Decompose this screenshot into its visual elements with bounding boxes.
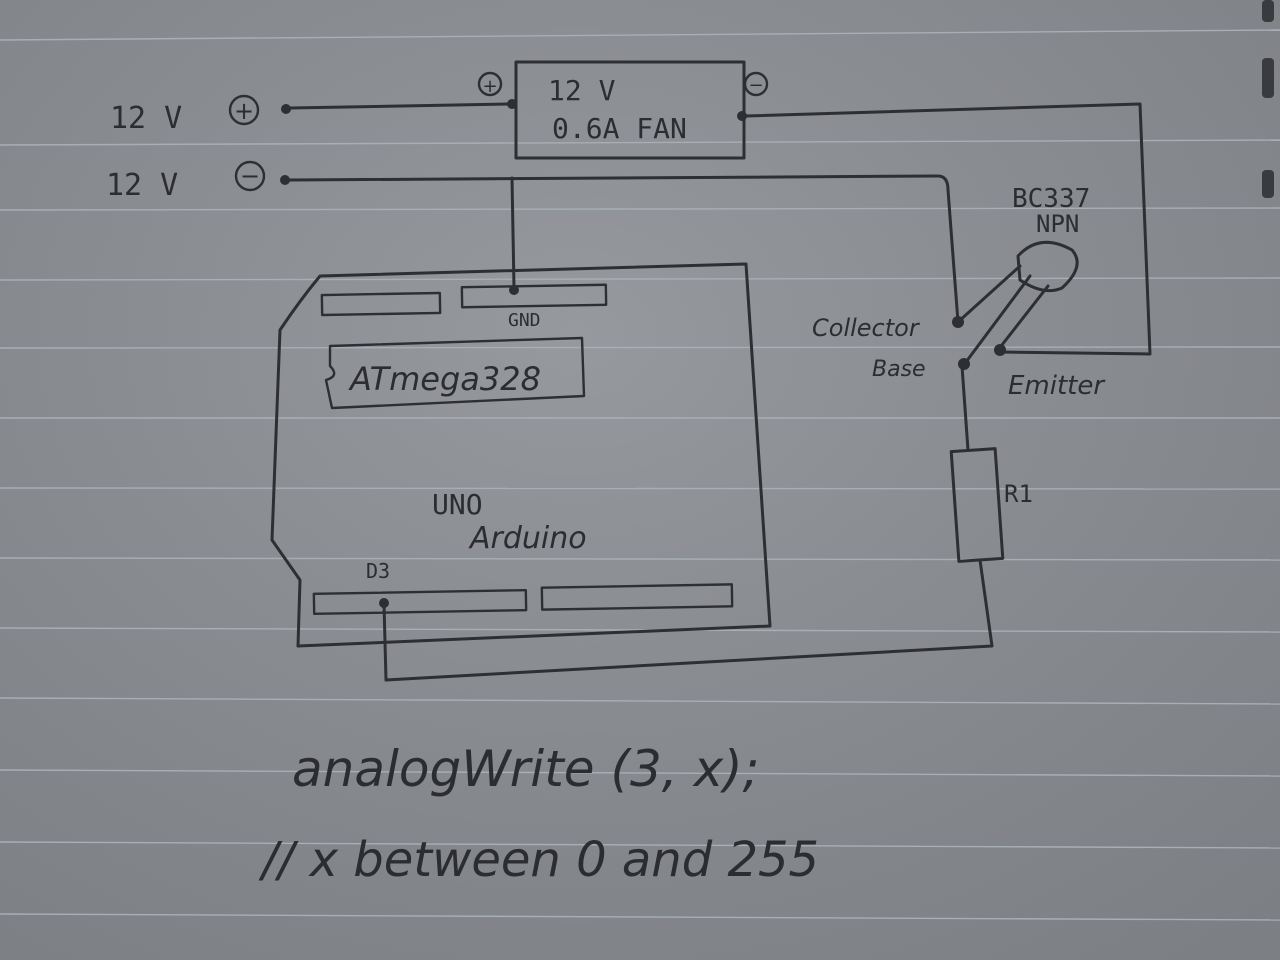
collector-label: Collector [812, 314, 921, 342]
gnd-label: GND [508, 310, 541, 331]
board-model: UNO [432, 488, 483, 521]
code-notes: analogWrite (3, x); // x between 0 and 2… [258, 740, 819, 888]
minus-symbol: − [240, 162, 260, 190]
supply-minus-label: 12 V [106, 168, 178, 203]
base-label: Base [872, 357, 926, 382]
resistor-r1: R1 [949, 447, 1033, 563]
fan-minus-symbol: − [748, 75, 763, 96]
ruled-lines [0, 29, 1280, 921]
supply-minus-terminal: 12 V − [106, 160, 290, 203]
pin-d3-label: D3 [366, 559, 390, 583]
notebook-rings [1262, 0, 1274, 198]
fan-plus-symbol: + [482, 76, 497, 97]
fan-component: 12 V 0.6A FAN + − [477, 60, 769, 160]
board-brand: Arduino [468, 521, 587, 556]
transistor-part: BC337 [1012, 184, 1090, 214]
fan-rating: 0.6A FAN [552, 112, 687, 145]
transistor-type: NPN [1036, 210, 1079, 238]
arduino-uno-board: GND ATmega328 UNO Arduino D3 [270, 262, 772, 648]
supply-plus-terminal: 12 V + [110, 94, 291, 136]
resistor-label: R1 [1004, 480, 1033, 508]
code-line-1: analogWrite (3, x); [292, 740, 760, 798]
atmega-chip: ATmega328 [324, 336, 586, 410]
code-line-2: // x between 0 and 255 [258, 832, 819, 888]
fan-voltage: 12 V [548, 74, 616, 107]
plus-symbol: + [234, 97, 254, 125]
transistor-bc337: BC337 NPN Collector Base Emitter [812, 184, 1106, 401]
emitter-label: Emitter [1008, 371, 1106, 401]
chip-label: ATmega328 [348, 360, 541, 398]
supply-plus-label: 12 V [110, 101, 182, 136]
